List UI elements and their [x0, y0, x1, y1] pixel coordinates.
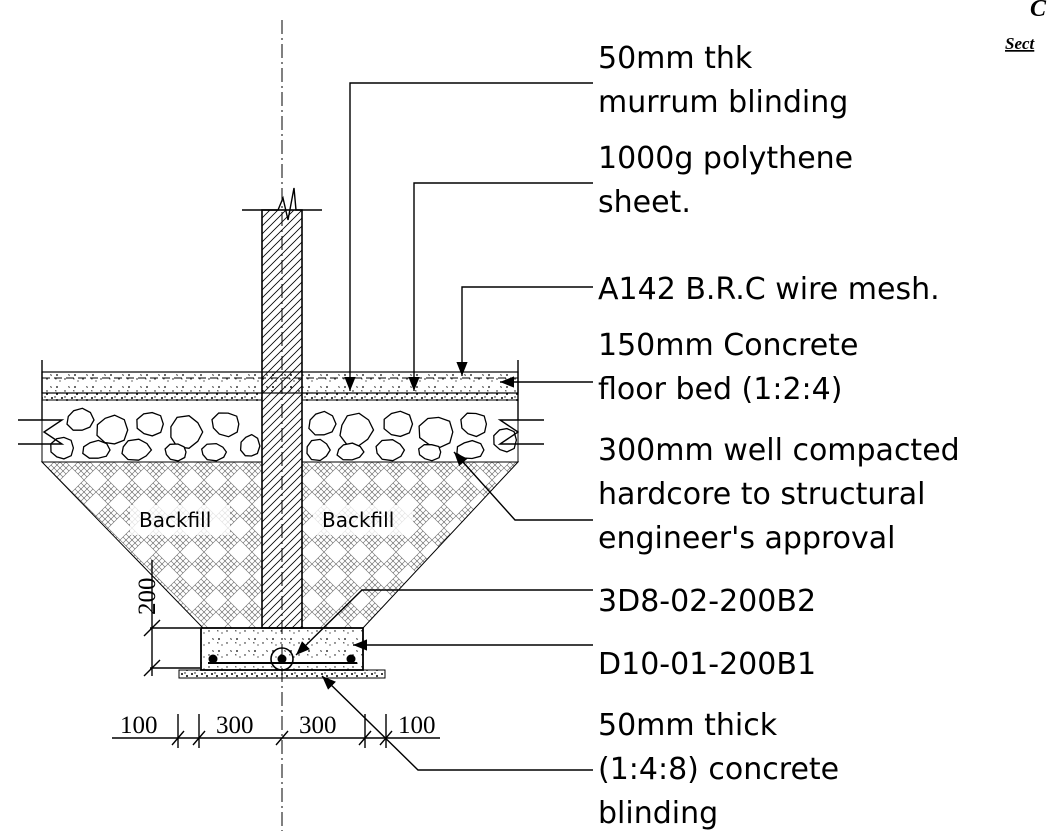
corner-title: C	[1030, 0, 1047, 22]
concrete-blinding	[178, 669, 386, 679]
annotation-hardcore-line-1: 300mm well compacted	[598, 433, 960, 468]
annotation-floor-bed-line-1: 150mm Concrete	[598, 328, 858, 363]
hardcore-stone	[50, 436, 75, 460]
break-symbol-left	[18, 419, 65, 445]
backfill-label-right: Backfill	[322, 508, 394, 532]
hardcore-stone	[306, 438, 331, 462]
annotation-polythene-line-2: sheet.	[598, 185, 691, 220]
hardcore-stone	[170, 415, 204, 449]
footing-pad	[200, 627, 364, 671]
dimension-label-4: 100	[398, 712, 436, 739]
break-symbol-right	[497, 419, 544, 445]
annotation-murrum-line-2: murrum blinding	[598, 85, 848, 120]
hardcore-stone	[239, 433, 261, 457]
hardcore-stone	[82, 439, 111, 459]
dimension-label-2: 300	[216, 712, 254, 739]
hardcore-stone	[417, 443, 442, 462]
hardcore-stone	[136, 411, 164, 437]
annotation-blinding-line-3: blinding	[598, 796, 718, 831]
hardcore-stone	[336, 442, 365, 461]
dimension-label-1: 100	[120, 712, 158, 739]
hardcore-stone	[308, 410, 337, 436]
hardcore-stone	[339, 412, 375, 447]
hardcore-stone	[418, 416, 454, 449]
dimension-horizontal	[112, 714, 440, 748]
dimension-depth-label: 200	[134, 578, 161, 616]
hardcore-stone	[96, 414, 129, 445]
annotation-bottom-bars-line-1: D10-01-200B1	[598, 647, 816, 682]
backfill-label-left: Backfill	[139, 508, 211, 532]
hardcore-stone	[211, 412, 240, 438]
hardcore-stone	[200, 442, 228, 462]
hardcore-stone	[375, 439, 406, 462]
annotation-murrum-line-1: 50mm thk	[598, 41, 753, 76]
annotation-blinding-line-2: (1:4:8) concrete	[598, 752, 839, 787]
dimension-label-3: 300	[299, 712, 337, 739]
annotation-floor-bed-line-2: floor bed (1:2:4)	[598, 372, 842, 407]
dimension-vertical	[143, 560, 200, 677]
leader-lines	[295, 82, 593, 771]
annotation-hardcore-line-3: engineer's approval	[598, 521, 896, 556]
hardcore-stone	[460, 412, 488, 438]
wall-stem	[242, 187, 322, 629]
annotation-hardcore-line-2: hardcore to structural	[598, 477, 925, 512]
annotation-top-bars-line-1: 3D8-02-200B2	[598, 584, 816, 619]
annotation-blinding-line-1: 50mm thick	[598, 708, 778, 743]
hardcore-stone	[66, 407, 95, 431]
annotation-group: 50mm thk murrum blinding 1000g polythene sh…	[598, 41, 960, 831]
hardcore-stone	[164, 443, 187, 462]
annotation-mesh-line-1: A142 B.R.C wire mesh.	[598, 272, 940, 307]
hardcore-stone	[121, 438, 153, 461]
corner-subtitle: Sect	[1005, 34, 1036, 53]
annotation-polythene-line-1: 1000g polythene	[598, 141, 853, 176]
hardcore-stone	[383, 410, 414, 438]
